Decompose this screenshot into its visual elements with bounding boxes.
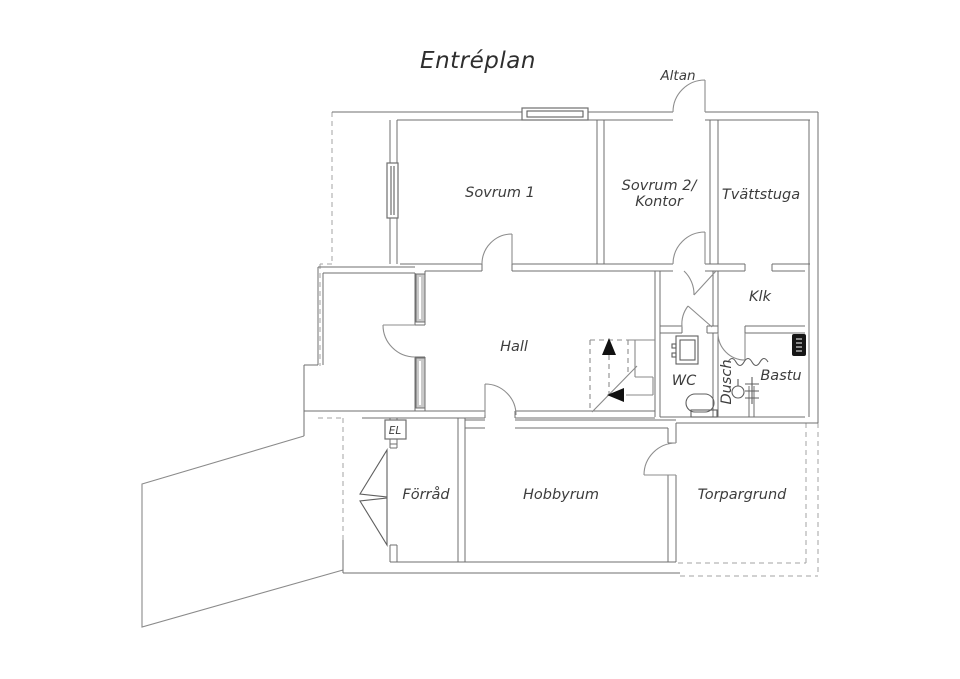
- room-label-sovrum-2: Sovrum 2/: [622, 178, 699, 194]
- hobbyrum-torpargrund-door-icon: [643, 442, 677, 476]
- toilet-icon: [685, 393, 718, 418]
- forrad-double-door-icon: [359, 448, 388, 547]
- hall-hobbyrum-door-icon: [484, 383, 517, 416]
- stairs: [589, 338, 655, 413]
- stairs-down-arrow-icon: [607, 388, 624, 402]
- windows: [386, 107, 589, 409]
- labels: Entréplan Altan Sovrum 1 Sovrum 2/ Konto…: [389, 48, 802, 503]
- label-altan: Altan: [659, 68, 695, 84]
- fixtures: [384, 334, 806, 448]
- room-label-wc: WC: [672, 373, 697, 389]
- room-label-sovrum-1: Sovrum 1: [465, 185, 535, 201]
- label-el: EL: [389, 425, 402, 437]
- dashed-outlines: [318, 112, 819, 577]
- driveway-outline: [141, 435, 344, 628]
- sovrum1-door-icon: [481, 233, 513, 265]
- window-side-icon: [386, 162, 399, 219]
- dusch-door-icon: [717, 332, 746, 361]
- room-label-hall: Hall: [500, 339, 528, 355]
- room-label-hobbyrum: Hobbyrum: [523, 487, 599, 503]
- room-label-bastu: Bastu: [760, 368, 801, 384]
- sovrum2-door-icon: [672, 231, 706, 265]
- room-label-kontor: Kontor: [635, 194, 684, 210]
- el-cabinet: [384, 419, 407, 448]
- room-label-klk: Klk: [749, 289, 772, 305]
- sink-icon: [671, 335, 699, 365]
- room-label-torpargrund: Torpargrund: [698, 487, 787, 503]
- doors: [359, 79, 746, 547]
- window-top-icon: [521, 107, 589, 121]
- shower-icon: [727, 357, 769, 404]
- room-label-tvattstuga: Tvättstuga: [722, 187, 800, 203]
- room-label-forrad: Förråd: [402, 486, 450, 503]
- altan-door-icon: [672, 79, 706, 113]
- page-title: Entréplan: [420, 48, 536, 74]
- walls: [303, 111, 819, 574]
- wc-door-icon: [681, 305, 713, 328]
- sauna-heater-icon: [792, 334, 806, 356]
- room-label-dusch: Dusch: [719, 359, 735, 404]
- stairs-up-arrow-icon: [602, 338, 616, 355]
- entrance-door-icon: [382, 324, 416, 358]
- klk-door-icon: [683, 270, 717, 296]
